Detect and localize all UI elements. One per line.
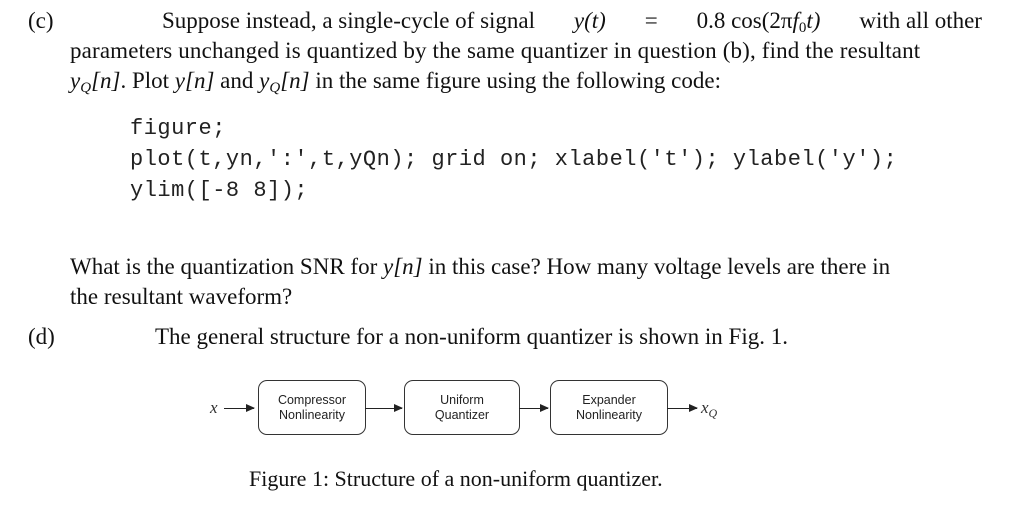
part-d-text: The general structure for a non-uniform … [155, 324, 788, 349]
line1-pre: Suppose instead, a single-cycle of signa… [162, 8, 536, 33]
part-c-line2: parameters unchanged is quantized by the… [70, 38, 921, 63]
part-c-line3: yQ[n]. Plot y[n] and yQ[n] in the same f… [70, 68, 721, 96]
input-label-x: x [210, 398, 218, 417]
signal-yt: y(t) [573, 8, 606, 33]
part-c-line1: Suppose instead, a single-cycle of signa… [162, 8, 982, 37]
uniform-quantizer-block: Uniform Quantizer [404, 380, 520, 435]
arrow-input [224, 402, 255, 414]
figure-caption: Figure 1: Structure of a non-uniform qua… [249, 466, 663, 491]
part-c-label: (c) [28, 8, 54, 33]
part-d-label: (d) [28, 324, 55, 349]
code-line-1: figure; [130, 116, 226, 141]
question-line1: What is the quantization SNR for y[n] in… [70, 254, 891, 279]
arrow-quantizer-to-expander [519, 402, 549, 414]
equals-sign: = [644, 8, 658, 33]
arrow-compressor-to-quantizer [365, 402, 403, 414]
line1-post: with all other [859, 8, 982, 33]
code-line-3: ylim([-8 8]); [130, 178, 309, 203]
expander-block: Expander Nonlinearity [550, 380, 668, 435]
question-line2: the resultant waveform? [70, 284, 293, 309]
code-line-2: plot(t,yn,':',t,yQn); grid on; xlabel('t… [130, 147, 898, 172]
arrow-output [667, 402, 698, 414]
output-label-xq: xQ [701, 398, 718, 420]
compressor-block: Compressor Nonlinearity [258, 380, 366, 435]
signal-expression: 0.8 cos(2πf0t) [696, 8, 821, 36]
